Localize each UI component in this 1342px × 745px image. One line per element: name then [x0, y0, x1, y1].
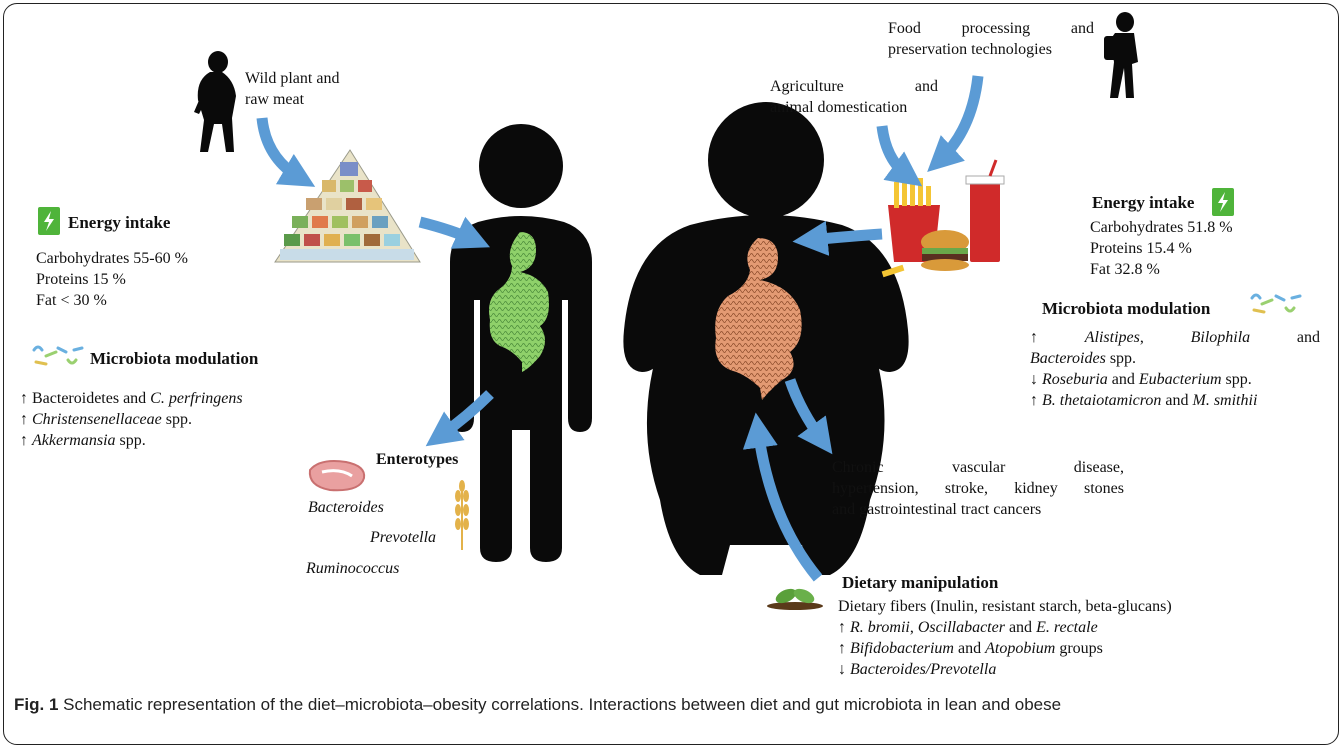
- list-item: ↑ Akkermansia spp.: [20, 432, 146, 449]
- enterotype-ruminococcus: Ruminococcus: [306, 560, 400, 577]
- left-microbiota-title: Microbiota modulation: [90, 349, 259, 368]
- modern-human-icon: [1104, 12, 1138, 98]
- right-fat: Fat 32.8 %: [1090, 261, 1160, 278]
- list-item: ↑ Christensenellaceae spp.: [20, 411, 192, 428]
- list-item: ↓ Roseburia and Eubacterium spp.: [1030, 371, 1252, 388]
- enterotype-prevotella: Prevotella: [370, 529, 437, 546]
- arrow-wild-to-pyramid: [256, 117, 316, 187]
- right-microbiota-title: Microbiota modulation: [1042, 299, 1211, 318]
- list-item: ↑ R. bromii, Oscillabacter and E. rectal…: [838, 619, 1098, 636]
- arrow-lean-to-enterotypes: [425, 390, 494, 447]
- list-item: Bacteroides spp.: [1030, 350, 1137, 367]
- right-energy-title: Energy intake: [1092, 193, 1195, 212]
- arrow-pyramid-to-lean: [418, 216, 491, 249]
- energy-icon-right: [1212, 188, 1234, 216]
- list-item: ↑ Alistipes, Bilophila and: [1030, 329, 1321, 346]
- fast-food-icon: [881, 159, 1005, 278]
- left-microbiota-list: ↑ Bacteroidetes and C. perfringens ↑ Chri…: [20, 388, 243, 451]
- enterotypes-title: Enterotypes: [376, 451, 459, 468]
- left-carbohydrates: Carbohydrates 55-60 %: [36, 250, 188, 267]
- arrow-food-to-obese: [792, 220, 883, 256]
- list-item: ↑ B. thetaiotamicron and M. smithii: [1030, 392, 1258, 409]
- lean-gut-illustration: [489, 232, 549, 372]
- right-carbohydrates: Carbohydrates 51.8 %: [1090, 219, 1233, 236]
- wheat-icon: [455, 480, 469, 550]
- list-item: Dietary fibers (Inulin, resistant starch…: [838, 598, 1172, 615]
- caption-label: Fig. 1: [14, 695, 59, 714]
- list-item: ↑ Bacteroidetes and C. perfringens: [20, 390, 243, 407]
- wild-plant-label: Wild plant and raw meat: [245, 70, 340, 108]
- right-energy-values: Carbohydrates 51.8 % Proteins 15.4 % Fat…: [1090, 217, 1233, 280]
- food-pyramid-icon: [274, 149, 421, 263]
- caption-text: Schematic representation of the diet–mic…: [63, 695, 1062, 714]
- arrow-dietary-to-obese: [742, 412, 823, 582]
- arrow-agriculture-to-food: [876, 125, 923, 187]
- food-processing-label: Food processing and preservation technol…: [888, 20, 1094, 58]
- disease-label: Chronic vascular disease, hypertension, …: [832, 459, 1124, 518]
- figure-caption: Fig. 1 Schematic representation of the d…: [14, 695, 1061, 715]
- left-energy-values: Carbohydrates 55-60 % Proteins 15 % Fat …: [36, 248, 188, 311]
- diagram-canvas: [32, 12, 1302, 610]
- obese-gut-illustration: [715, 238, 802, 400]
- dietary-manipulation-title: Dietary manipulation: [842, 573, 999, 592]
- meat-icon: [308, 460, 366, 492]
- list-item: ↑ Bifidobacterium and Atopobium groups: [838, 640, 1103, 657]
- bacteria-icon-right: [1250, 293, 1302, 314]
- agriculture-label: Agriculture and animal domestication: [770, 78, 938, 116]
- lean-body-silhouette: [450, 124, 592, 562]
- list-item: ↓ Bacteroides/Prevotella: [838, 661, 997, 678]
- arrow-obese-to-disease: [784, 378, 833, 455]
- arrows: [256, 75, 984, 582]
- plant-sprout-icon: [767, 588, 823, 610]
- enterotype-bacteroides: Bacteroides: [308, 499, 384, 516]
- energy-icon-left: [38, 207, 60, 235]
- right-proteins: Proteins 15.4 %: [1090, 240, 1192, 257]
- left-fat: Fat < 30 %: [36, 292, 107, 309]
- left-energy-title: Energy intake: [68, 213, 171, 232]
- dietary-manipulation-list: Dietary fibers (Inulin, resistant starch…: [838, 596, 1172, 680]
- bacteria-icon-left: [32, 345, 84, 366]
- arrow-processing-to-food: [927, 75, 984, 173]
- primitive-human-icon: [194, 51, 236, 152]
- left-proteins: Proteins 15 %: [36, 271, 126, 288]
